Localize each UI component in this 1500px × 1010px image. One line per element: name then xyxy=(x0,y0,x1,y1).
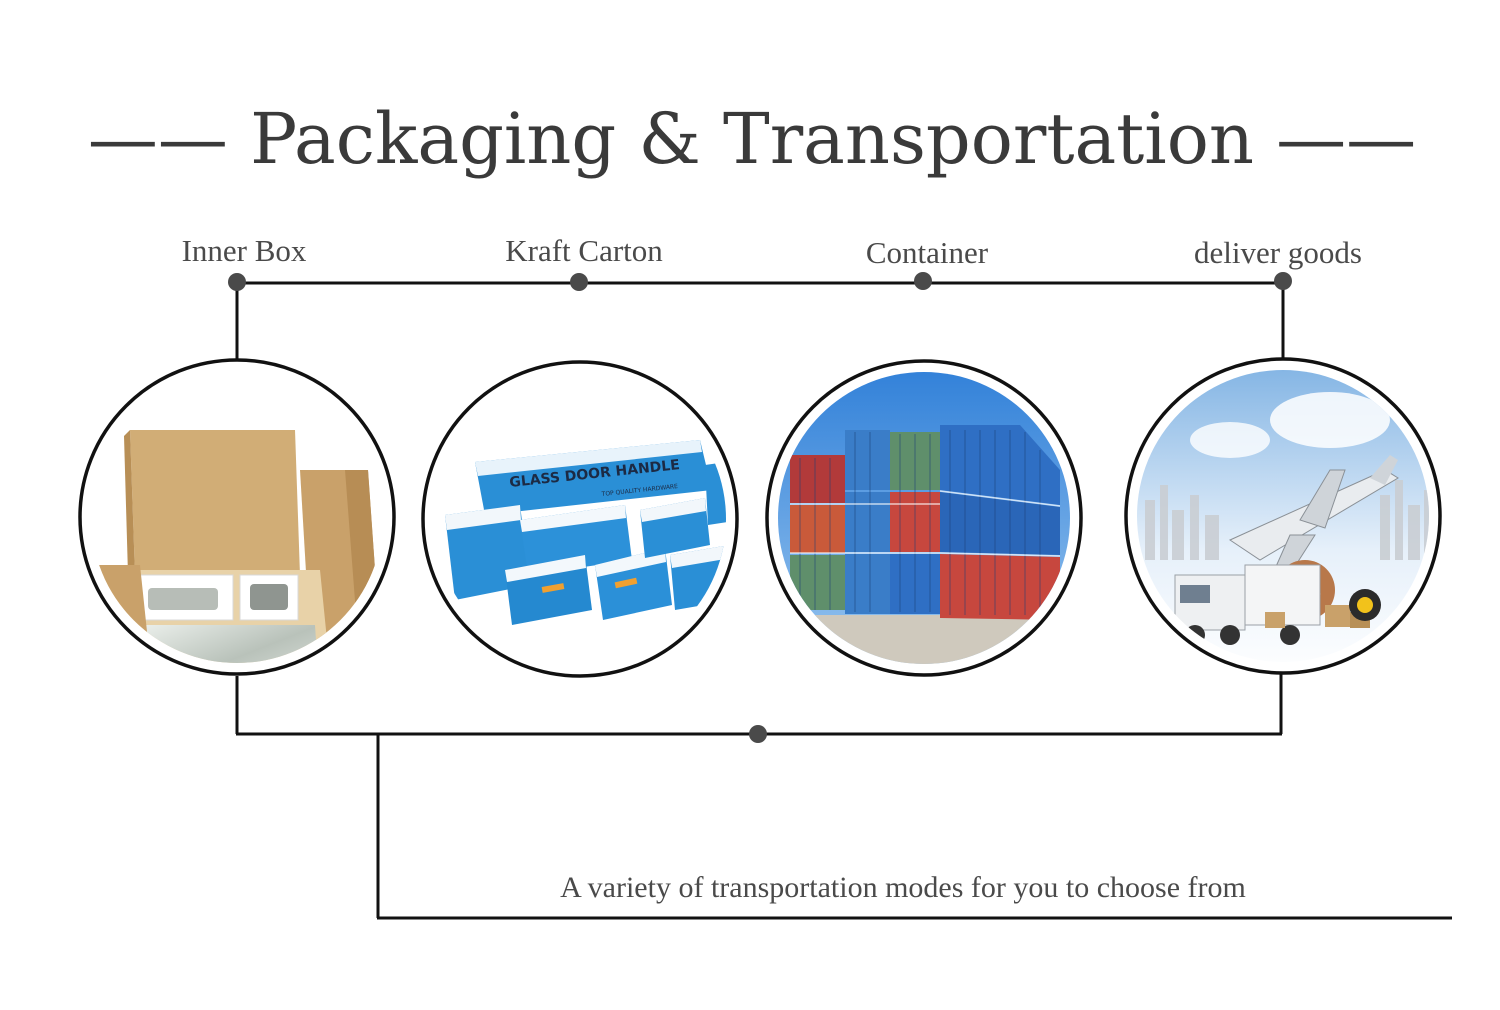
bracket-dot xyxy=(749,725,767,743)
container-photo xyxy=(765,359,1083,677)
timeline-dot-kraft-carton xyxy=(570,273,588,291)
deliver-goods-photo xyxy=(1124,357,1442,675)
kraft-carton-photo: GLASS DOOR HANDLE TOP QUALITY HARDWARE xyxy=(421,360,739,678)
inner-box-photo xyxy=(78,358,396,676)
stage-label-container: Container xyxy=(866,235,989,270)
stage-label-inner-box: Inner Box xyxy=(182,233,307,268)
page-title: —— Packaging & Transportation —— xyxy=(88,98,1416,180)
timeline-dot-deliver-goods xyxy=(1274,272,1292,290)
timeline-dot-container xyxy=(914,272,932,290)
caption-text: A variety of transportation modes for yo… xyxy=(560,871,1246,904)
stage-label-deliver-goods: deliver goods xyxy=(1194,235,1362,270)
stage-label-kraft-carton: Kraft Carton xyxy=(505,233,663,268)
timeline-dot-inner-box xyxy=(228,273,246,291)
